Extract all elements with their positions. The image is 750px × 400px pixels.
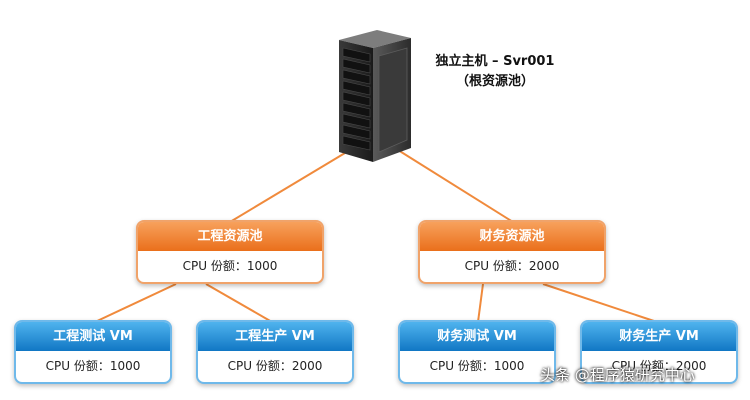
vm-cpu-shares: CPU 份额：1000 — [45, 359, 141, 373]
server-rack-icon — [339, 30, 411, 162]
connector-finance-to-prod — [542, 283, 658, 323]
connector-host-to-engineering — [229, 149, 351, 223]
pool-finance: 财务资源池 CPU 份额：2000 — [418, 220, 606, 284]
vm-cpu-shares: CPU 份额：1000 — [429, 359, 525, 373]
pool-engineering: 工程资源池 CPU 份额：1000 — [136, 220, 324, 284]
vm-title: 工程生产 VM — [198, 322, 352, 351]
vm-engineering-test: 工程测试 VM CPU 份额：1000 — [14, 320, 172, 384]
vm-title: 财务生产 VM — [582, 322, 736, 351]
vm-cpu-shares: CPU 份额：2000 — [611, 359, 707, 373]
pool-title: 财务资源池 — [420, 222, 604, 251]
connector-engineering-to-test — [94, 283, 177, 323]
pool-cpu-shares: CPU 份额：2000 — [464, 259, 560, 273]
vm-engineering-prod: 工程生产 VM CPU 份额：2000 — [196, 320, 354, 384]
vm-title: 财务测试 VM — [400, 322, 554, 351]
vm-finance-test: 财务测试 VM CPU 份额：1000 — [398, 320, 556, 384]
host-label: 独立主机 – Svr001 （根资源池） — [415, 52, 575, 92]
vm-cpu-shares: CPU 份额：2000 — [227, 359, 323, 373]
pool-title: 工程资源池 — [138, 222, 322, 251]
host-name: 独立主机 – Svr001 — [435, 54, 555, 69]
vm-finance-prod: 财务生产 VM CPU 份额：2000 — [580, 320, 738, 384]
host-subtitle: （根资源池） — [455, 74, 534, 89]
connector-engineering-to-prod — [205, 283, 273, 323]
vm-title: 工程测试 VM — [16, 322, 170, 351]
watermark: 头条 @程序猿研究中心 — [540, 366, 695, 384]
connector-finance-to-test — [477, 283, 484, 323]
connector-host-to-finance — [397, 149, 514, 223]
pool-cpu-shares: CPU 份额：1000 — [182, 259, 278, 273]
